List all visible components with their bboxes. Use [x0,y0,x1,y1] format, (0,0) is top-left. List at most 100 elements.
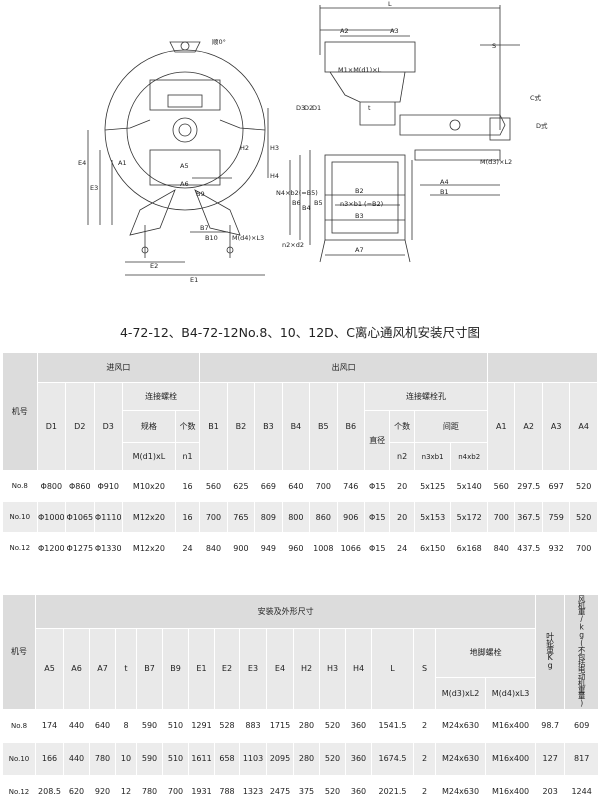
inlet-header: 进风口 [36,352,201,383]
label-A4: A4 [440,178,449,186]
table-cell: 2475 [266,774,294,809]
table-cell: M10x20 [121,470,176,502]
table-cell: 625 [226,470,256,502]
label-B7: B7 [200,224,209,232]
outlet-header: 出风口 [199,352,489,383]
pitch-header: 间距 [413,410,489,443]
installation-drawing: L A2 A3 S C式 D式 M1×M(d1)×L M(d3)×L2 A4 B… [0,0,600,315]
table-cell: 5x125 [413,470,452,502]
table-cell: Φ1065 [65,501,95,533]
label-n4b2: N4×b2(=B5) [276,189,318,197]
row-model-cell: No.12 [2,532,38,564]
installation-table: 机号 安装及外形尺寸 叶轮重Kg 风机重/kg(不包括电动机重量) A5 A6 … [2,594,600,809]
table-cell: 528 [214,708,240,743]
label-n3b1: n3×b1 (=B2) [340,200,383,208]
col-A3: A3 [541,382,571,471]
left-support [129,189,176,236]
col-A2: A2 [514,382,543,471]
table-cell: M12x20 [121,532,176,564]
col-B2: B2 [226,382,256,471]
col-B3: B3 [254,382,283,471]
table-cell: 203 [535,774,566,809]
table-cell: 860 [309,501,338,533]
table-cell: Φ910 [93,470,123,502]
table-cell: 1611 [188,741,215,776]
bearing-base [414,149,501,161]
label-A5: A5 [180,162,189,170]
table-cell: 5x153 [413,501,452,533]
col-S: S [413,628,436,710]
label-B6: B6 [292,199,301,207]
sub-n3b1: n3xb1 [413,442,452,471]
table-cell: 297.5 [514,470,543,502]
table-cell: 280 [293,741,320,776]
table-cell: 367.5 [514,501,543,533]
sub-n2: n2 [389,442,415,471]
table-cell: 510 [162,708,189,743]
table-cell: 437.5 [514,532,543,564]
table-cell: 1323 [239,774,267,809]
table-cell: 127 [535,741,566,776]
table-cell: 640 [281,470,311,502]
table-cell: 780 [136,774,163,809]
table-cell: 10 [115,741,137,776]
table-cell: 700 [199,501,228,533]
table-cell: 809 [254,501,283,533]
table-cell: 765 [226,501,256,533]
col-E1: E1 [188,628,215,710]
diameter-header: 直径 [363,410,391,471]
outlet-frame [324,154,406,241]
table-cell: 640 [89,708,116,743]
bolt-hole-header: 连接螺栓孔 [363,382,489,411]
label-B1: B1 [440,188,449,196]
table-cell: Φ860 [65,470,95,502]
label-A3: A3 [390,27,399,35]
table-cell: 2 [413,774,436,809]
table-cell: 960 [281,532,311,564]
bolt-header: 连接螺栓 [121,382,201,411]
table-cell: 949 [254,532,283,564]
table-cell: 520 [569,501,598,533]
table-cell: 840 [199,532,228,564]
table-cell: 906 [336,501,365,533]
table-cell: 620 [63,774,90,809]
col-B1: B1 [199,382,228,471]
label-E3: E3 [90,184,98,192]
table-cell: 590 [136,741,163,776]
table-cell: 1008 [309,532,338,564]
impeller-weight-header: 叶轮重Kg [545,632,555,670]
table-cell: 920 [89,774,116,809]
table-cell: 788 [214,774,240,809]
label-A1: A1 [118,159,127,167]
col-A4: A4 [569,382,598,471]
label-d-type: D式 [536,121,548,130]
right-support [194,189,241,236]
table-cell: 20 [389,501,415,533]
label-B3: B3 [355,212,364,220]
fan-weight-header: 风机重/kg(不包括电动机重量) [577,595,587,707]
col-md4l3: M(d4)xL3 [484,676,537,710]
label-md3: M(d3)×L2 [480,158,512,166]
col-A7: A7 [89,628,116,710]
col-A6: A6 [63,628,90,710]
table-cell: 360 [345,774,372,809]
col-B4: B4 [281,382,311,471]
table-cell: 1103 [239,741,267,776]
table-cell: 208.5 [35,774,64,809]
col-E3: E3 [239,628,267,710]
hole-count-header: 个数 [389,410,415,443]
table-cell: 16 [174,470,201,502]
spec-header: 规格 [121,410,176,443]
anchor-header: 地脚螺栓 [434,628,537,678]
col-t: t [115,628,137,710]
label-E1: E1 [190,276,198,284]
model-header-2: 机号 [2,594,36,710]
table-cell: 360 [345,708,372,743]
label-S: S [492,42,496,50]
table-cell: 5x140 [450,470,489,502]
table-cell: M16x400 [484,774,537,809]
table-cell: M24x630 [435,741,486,776]
